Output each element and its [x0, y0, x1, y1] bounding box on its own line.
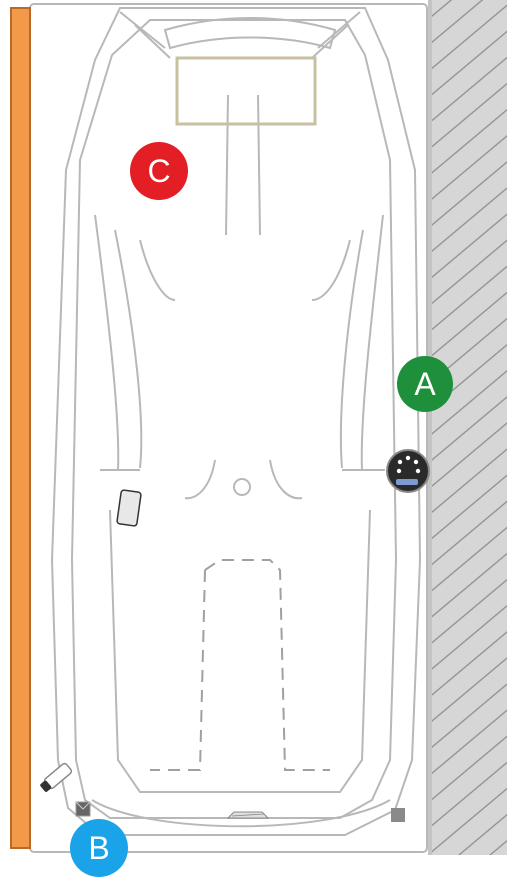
marker-a-label: A — [414, 368, 435, 400]
marker-c-label: C — [147, 155, 170, 187]
marker-b-label: B — [88, 832, 109, 864]
marker-a: A — [397, 356, 453, 412]
small-square-icon — [391, 808, 405, 822]
round-socket-icon — [387, 450, 429, 492]
rounded-pad-icon — [117, 490, 142, 526]
corner-square-icon — [76, 802, 90, 816]
marker-c: C — [130, 142, 188, 200]
wall-shadow — [428, 0, 432, 855]
hatched-wall — [428, 0, 507, 855]
vent-slot-icon — [228, 812, 268, 818]
side-strip — [11, 8, 30, 848]
marker-b: B — [70, 819, 128, 877]
